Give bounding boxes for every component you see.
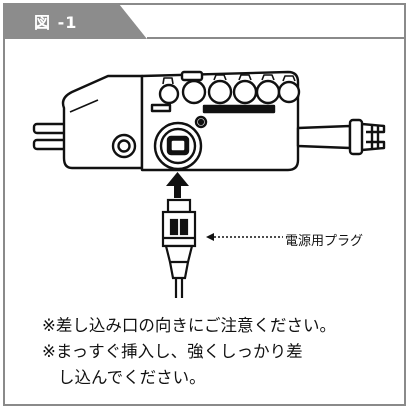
note-orientation: ※差し込み口の向きにご注意ください。 [42,316,336,335]
figure-tab-label: 図 -1 [34,13,78,32]
power-plug-illustration [161,198,197,298]
note-insert-line-1: ※まっすぐ挿入し、強くしっかり差 [42,342,303,361]
frame-top-border [147,37,404,39]
insert-arrow-icon [166,172,189,198]
device-illustration [32,70,386,172]
figure-frame [3,3,406,406]
power-plug-label: 電源用プラグ [285,234,364,249]
note-insert-line-2: し込んでください。 [58,368,206,387]
callout-arrow-icon [206,233,283,241]
